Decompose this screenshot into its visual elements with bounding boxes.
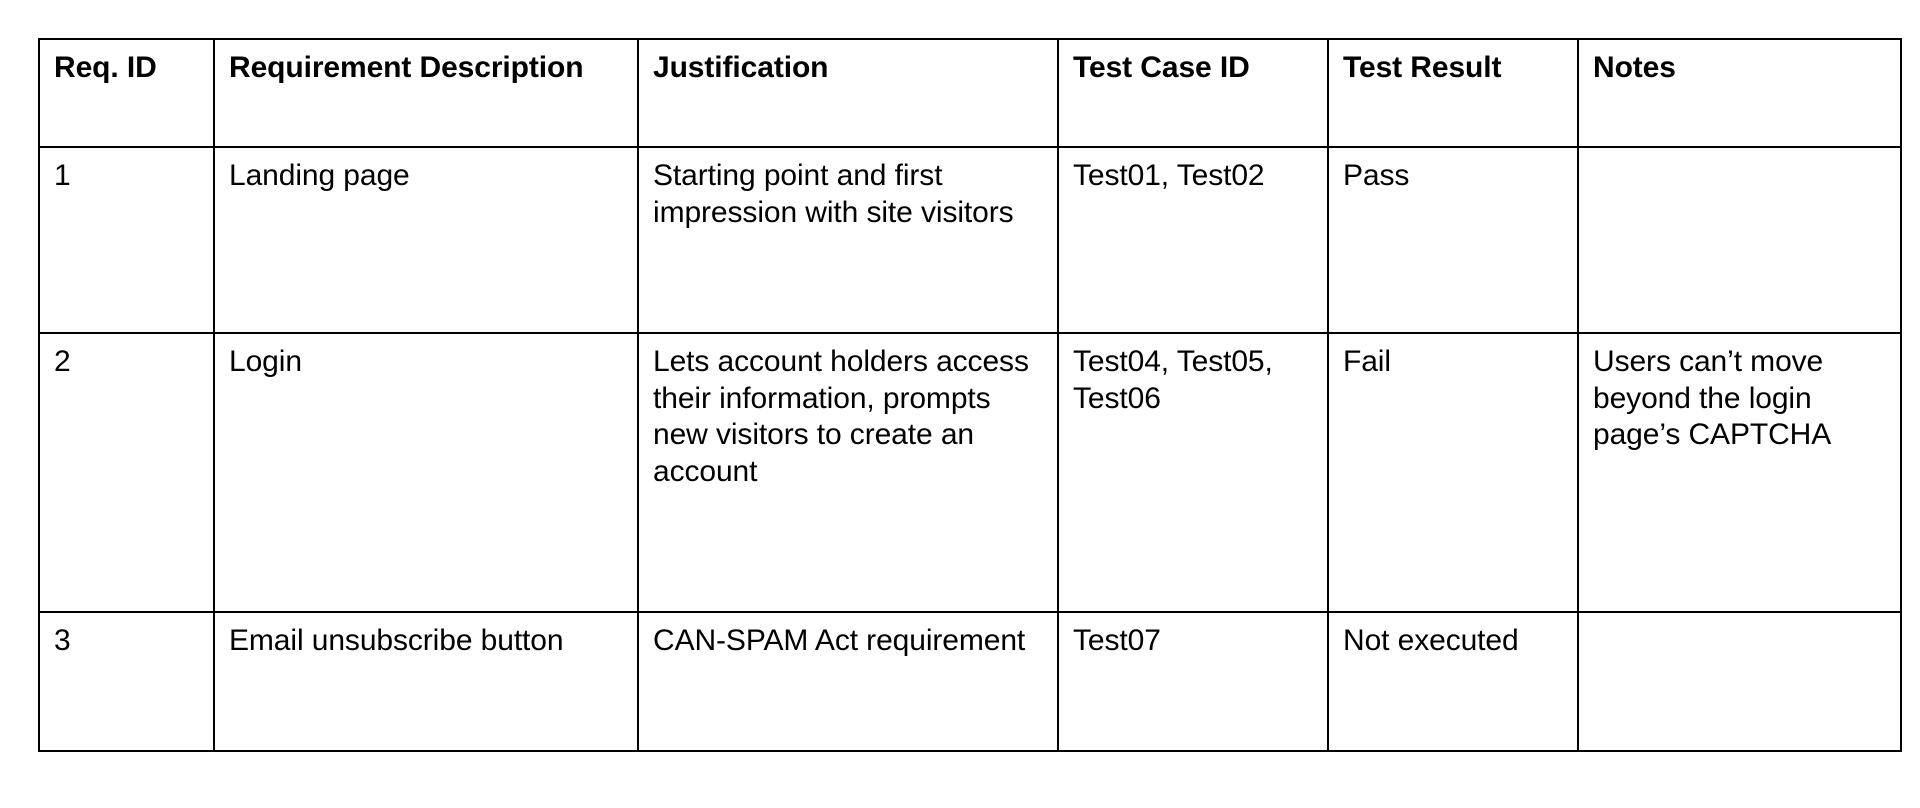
cell-notes <box>1577 611 1902 752</box>
cell-req-id: 3 <box>38 611 215 752</box>
cell-test-case-id: Test04, Test05, Test06 <box>1057 332 1329 613</box>
cell-justification: CAN-SPAM Act requirement <box>637 611 1059 752</box>
cell-test-result: Fail <box>1327 332 1579 613</box>
column-header-notes-label: Notes <box>1593 51 1676 84</box>
table-body: 1 Landing page Starting point and first … <box>38 146 1902 752</box>
cell-req-id: 2 <box>38 332 215 613</box>
value-req-id: 3 <box>54 624 71 657</box>
column-header-test-case-id-label: Test Case ID <box>1073 51 1250 84</box>
column-header-req-id: Req. ID <box>38 38 215 148</box>
cell-test-result: Pass <box>1327 146 1579 334</box>
cell-req-id: 1 <box>38 146 215 334</box>
value-justification: Starting point and first impression with… <box>653 159 1014 229</box>
value-test-result: Pass <box>1343 159 1410 192</box>
cell-test-result: Not executed <box>1327 611 1579 752</box>
table-row: 1 Landing page Starting point and first … <box>38 146 1902 334</box>
value-test-result: Not executed <box>1343 624 1519 657</box>
column-header-requirement-description: Requirement Description <box>213 38 639 148</box>
cell-justification: Lets account holders access their inform… <box>637 332 1059 613</box>
table-row: 3 Email unsubscribe button CAN-SPAM Act … <box>38 611 1902 752</box>
column-header-notes: Notes <box>1577 38 1902 148</box>
table-row: 2 Login Lets account holders access thei… <box>38 332 1902 613</box>
value-req-id: 2 <box>54 345 71 378</box>
value-requirement-description: Login <box>229 345 302 378</box>
value-requirement-description: Email unsubscribe button <box>229 624 564 657</box>
table-header: Req. ID Requirement Description Justific… <box>38 38 1902 148</box>
column-header-test-case-id: Test Case ID <box>1057 38 1329 148</box>
cell-notes <box>1577 146 1902 334</box>
column-header-req-id-label: Req. ID <box>54 51 157 84</box>
value-justification: Lets account holders access their inform… <box>653 345 1029 488</box>
value-notes: Users can’t move beyond the login page’s… <box>1593 345 1832 452</box>
cell-requirement-description: Landing page <box>213 146 639 334</box>
cell-justification: Starting point and first impression with… <box>637 146 1059 334</box>
cell-test-case-id: Test07 <box>1057 611 1329 752</box>
requirements-traceability-table: Req. ID Requirement Description Justific… <box>38 38 1902 752</box>
value-test-result: Fail <box>1343 345 1391 378</box>
cell-test-case-id: Test01, Test02 <box>1057 146 1329 334</box>
cell-requirement-description: Email unsubscribe button <box>213 611 639 752</box>
column-header-justification-label: Justification <box>653 51 829 84</box>
value-req-id: 1 <box>54 159 71 192</box>
column-header-requirement-description-label: Requirement Description <box>229 51 584 84</box>
value-test-case-id: Test04, Test05, Test06 <box>1073 345 1273 415</box>
value-justification: CAN-SPAM Act requirement <box>653 624 1026 657</box>
cell-requirement-description: Login <box>213 332 639 613</box>
column-header-test-result-label: Test Result <box>1343 51 1502 84</box>
column-header-justification: Justification <box>637 38 1059 148</box>
table-header-row: Req. ID Requirement Description Justific… <box>38 38 1902 148</box>
value-notes <box>1593 623 1886 624</box>
value-test-case-id: Test01, Test02 <box>1073 159 1265 192</box>
column-header-test-result: Test Result <box>1327 38 1579 148</box>
value-test-case-id: Test07 <box>1073 624 1161 657</box>
value-notes <box>1593 158 1886 159</box>
cell-notes: Users can’t move beyond the login page’s… <box>1577 332 1902 613</box>
value-requirement-description: Landing page <box>229 159 410 192</box>
